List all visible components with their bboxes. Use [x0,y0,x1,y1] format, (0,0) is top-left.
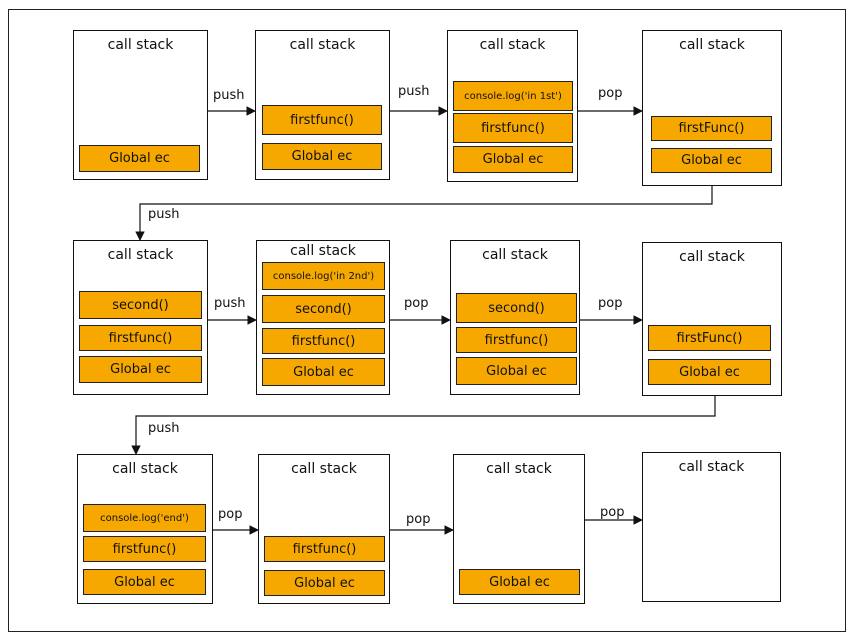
stack-frame: Global ec [262,143,382,170]
stack-title: call stack [107,37,174,53]
call-stack-12: call stack [642,452,781,602]
stack-title: call stack [289,37,356,53]
stack-title: call stack [479,37,546,53]
call-stack-6: call stack console.log('in 2nd') second(… [256,240,390,395]
stack-frame: firstfunc() [453,113,573,143]
stack-frame: Global ec [79,356,202,383]
stack-frame: Global ec [651,148,772,173]
stack-frame: firstfunc() [264,536,385,562]
stack-frame: Global ec [453,146,573,173]
stack-frame: Global ec [83,569,206,595]
stack-frame: firstFunc() [648,325,771,351]
call-stack-9: call stack console.log('end') firstfunc(… [77,454,213,604]
stack-frame: firstfunc() [262,328,385,354]
arrow-label-5: push [214,296,246,311]
call-stack-3: call stack console.log('in 1st') firstfu… [447,30,578,182]
stack-frame: second() [262,295,385,323]
arrow-label-1: push [213,88,245,103]
stack-title: call stack [107,247,174,263]
call-stack-5: call stack second() firstfunc() Global e… [73,240,208,395]
stack-frame: Global ec [648,359,771,385]
stack-frame: Global ec [459,569,580,595]
stack-frame: console.log('in 2nd') [262,262,385,290]
diagram-frame [8,9,846,632]
stack-frame: firstfunc() [79,325,202,351]
stack-frame: console.log('in 1st') [453,81,573,111]
call-stack-10: call stack firstfunc() Global ec [258,454,390,604]
stack-frame: firstfunc() [262,105,382,135]
stack-title: call stack [678,459,745,475]
call-stack-7: call stack second() firstfunc() Global e… [450,240,580,395]
arrow-label-7: pop [598,296,623,311]
stack-title: call stack [112,461,178,477]
stack-frame: firstfunc() [456,327,577,353]
arrow-label-11: pop [600,505,625,520]
arrow-label-10: pop [406,512,431,527]
arrow-label-4: push [148,207,180,222]
arrow-label-3: pop [598,86,623,101]
call-stack-4: call stack firstFunc() Global ec [642,30,782,186]
stack-frame: Global ec [264,570,385,596]
stack-title: call stack [291,461,357,477]
call-stack-1: call stack Global ec [73,30,208,180]
stack-frame: second() [456,293,577,323]
call-stack-11: call stack Global ec [453,454,585,604]
stack-frame: firstFunc() [651,116,772,141]
stack-frame: firstfunc() [83,536,206,562]
call-stack-2: call stack firstfunc() Global ec [255,30,390,180]
stack-frame: second() [79,291,202,319]
stack-title: call stack [679,249,745,265]
call-stack-8: call stack firstFunc() Global ec [642,242,782,396]
arrow-label-9: pop [218,507,243,522]
stack-frame: Global ec [262,358,385,386]
stack-title: call stack [290,243,356,259]
stack-title: call stack [486,461,552,477]
stack-frame: Global ec [79,145,200,172]
arrow-label-6: pop [404,296,429,311]
stack-title: call stack [482,247,548,263]
arrow-label-2: push [398,84,430,99]
arrow-label-8: push [148,421,180,436]
stack-frame: Global ec [456,357,577,385]
stack-title: call stack [679,37,745,53]
stack-frame: console.log('end') [83,504,206,532]
